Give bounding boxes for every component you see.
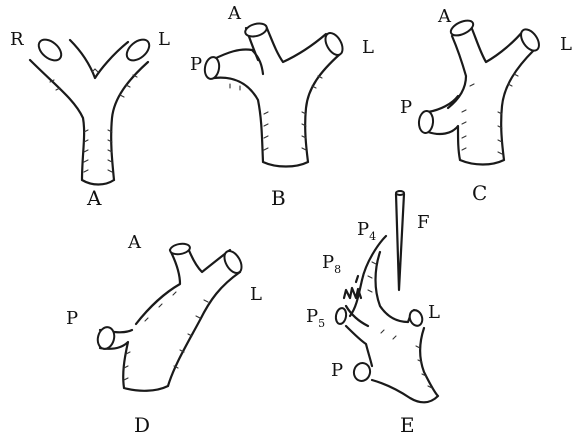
panel-d-left-lumen (221, 248, 245, 276)
panel-d-anterior-lumen (169, 242, 190, 255)
panel-e-label-p4: P4 (357, 219, 376, 243)
panel-b-caption: B (271, 186, 286, 210)
panel-e-label-p4-sub: 4 (369, 230, 376, 243)
panel-a-right-lumen (35, 36, 65, 65)
panel-e-label-p8-sub: 8 (334, 263, 341, 276)
panel-e-label-posterior: P (331, 360, 343, 381)
panel-e-caption: E (400, 413, 415, 437)
panel-c-label-anterior: A (437, 6, 452, 27)
panel-e-posterior-lumen (352, 361, 372, 383)
panel-a-caption: A (86, 186, 102, 210)
panel-e: P4 P8 P5 P L F E (306, 191, 440, 437)
panel-e-label-left: L (428, 302, 440, 323)
panel-d-label-posterior: P (66, 308, 78, 329)
panel-b-vessel-outline (212, 26, 340, 167)
panel-e-label-p8: P8 (322, 252, 341, 276)
panel-d-caption: D (134, 413, 150, 437)
panel-b-shading (230, 76, 322, 150)
panel-d-label-left: L (250, 284, 262, 305)
panel-c-shading (462, 74, 518, 154)
panel-a-label-right: R (10, 29, 24, 50)
panel-c-posterior-lumen (418, 110, 434, 133)
panel-c: A P L C (400, 6, 572, 205)
panel-c-label-posterior: P (400, 97, 412, 118)
panel-b-label-posterior: P (190, 54, 202, 75)
panel-d: A P L D (66, 232, 262, 437)
panel-c-caption: C (472, 181, 487, 205)
panel-c-label-left: L (560, 34, 572, 55)
panel-e-label-p4-base: P (357, 219, 369, 240)
panel-d-posterior-lumen (95, 325, 116, 350)
panel-e-label-forceps: F (417, 212, 430, 233)
panel-a: R L A (10, 29, 170, 210)
panel-c-vessel-outline (428, 24, 534, 165)
panel-e-label-p8-base: P (322, 252, 334, 273)
panel-e-forceps-tip (396, 191, 404, 195)
panel-a-left-lumen (123, 36, 153, 65)
panel-b-label-left: L (362, 37, 374, 58)
panel-b-posterior-lumen (203, 56, 221, 80)
panel-a-label-left: L (158, 29, 170, 50)
panel-a-bifurcation-mark (92, 69, 98, 72)
panel-e-label-p5: P5 (306, 306, 325, 330)
panel-b-label-anterior: A (227, 3, 242, 24)
panel-b-anterior-lumen (244, 21, 268, 38)
panel-e-label-p5-sub: 5 (318, 317, 325, 330)
panel-e-label-p5-base: P (306, 306, 318, 327)
panel-d-label-anterior: A (127, 232, 142, 253)
panel-d-vessel-outline (100, 248, 240, 391)
panel-e-left-lumen (408, 308, 425, 327)
panel-b: A P L B (190, 3, 374, 210)
panel-c-anterior-lumen (449, 17, 476, 38)
panel-e-forceps (396, 194, 404, 290)
panel-c-left-lumen (517, 26, 542, 54)
panel-e-p5-lumen (335, 307, 348, 324)
panel-a-vessel-outline (30, 40, 148, 185)
panel-d-shading (124, 292, 208, 380)
